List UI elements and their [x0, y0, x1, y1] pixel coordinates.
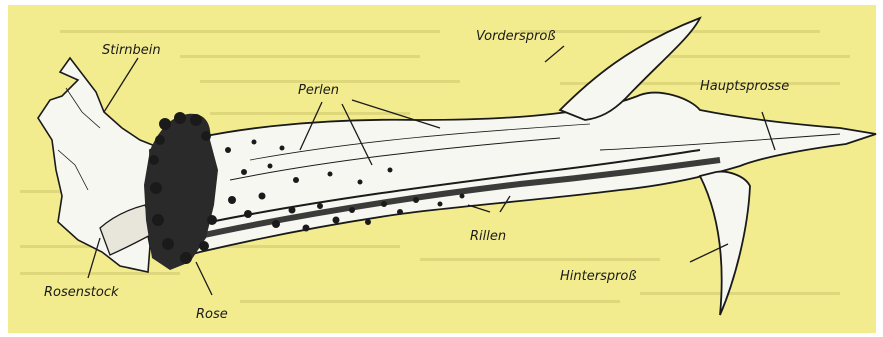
label-rillen: Rillen	[470, 229, 506, 244]
label-stirnbein: Stirnbein	[102, 43, 161, 58]
label-vordersporss: Vordersproß	[476, 29, 556, 44]
label-hauptsprosse: Hauptsprosse	[700, 79, 789, 94]
label-rose: Rose	[196, 307, 228, 322]
label-perlen: Perlen	[298, 83, 339, 98]
label-hintersporss: Hintersproß	[560, 269, 637, 284]
label-rosenstock: Rosenstock	[44, 285, 119, 300]
